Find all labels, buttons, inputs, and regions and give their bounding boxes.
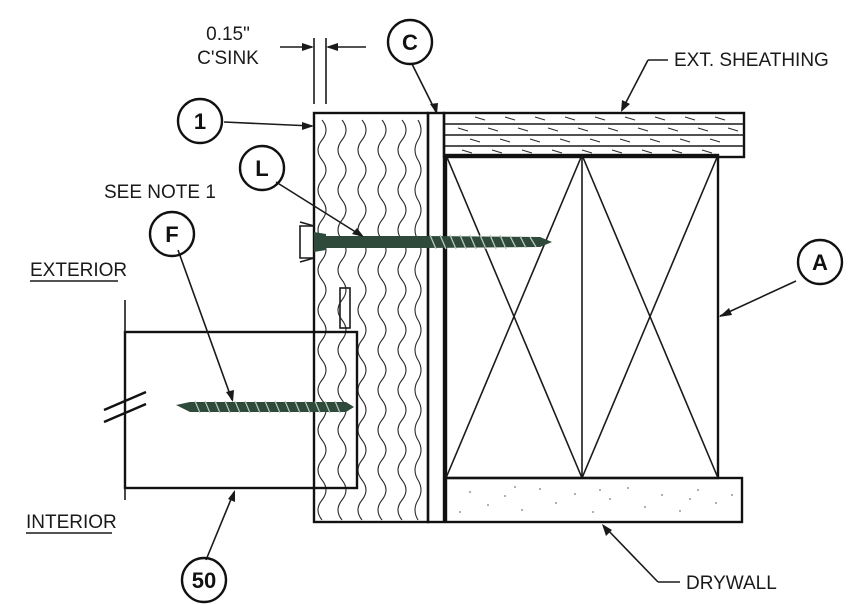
svg-text:50: 50 (192, 568, 216, 593)
countersink-text-label: C'SINK (197, 48, 259, 69)
callout-l: L (238, 144, 286, 192)
callout-c: C (386, 18, 434, 66)
svg-text:C: C (402, 30, 418, 55)
callout-50: 50 (180, 556, 228, 604)
leader-lines (177, 59, 797, 583)
svg-text:1: 1 (194, 109, 206, 134)
svg-text:L: L (255, 156, 268, 181)
stud-assembly (444, 153, 720, 480)
buck-frame (312, 111, 446, 524)
screw-f (176, 400, 354, 414)
svg-text:F: F (165, 222, 178, 247)
drywall-label: DRYWALL (686, 573, 777, 594)
see-note-label: SEE NOTE 1 (104, 182, 216, 203)
ext-sheathing-label: EXT. SHEATHING (674, 50, 829, 71)
interior-label: INTERIOR (26, 512, 117, 533)
callout-1: 1 (176, 97, 224, 145)
screw-l (314, 232, 552, 252)
countersink-recess (299, 221, 315, 263)
countersink-value-label: 0.15" (206, 24, 250, 45)
countersink-dimension (280, 38, 366, 104)
ext-sheathing-panel (442, 111, 746, 159)
exterior-label: EXTERIOR (30, 260, 127, 281)
frame-member-50 (103, 300, 359, 500)
callout-f: F (148, 210, 196, 258)
drywall-panel (444, 476, 744, 524)
callout-a: A (796, 238, 844, 286)
svg-text:A: A (812, 250, 828, 275)
